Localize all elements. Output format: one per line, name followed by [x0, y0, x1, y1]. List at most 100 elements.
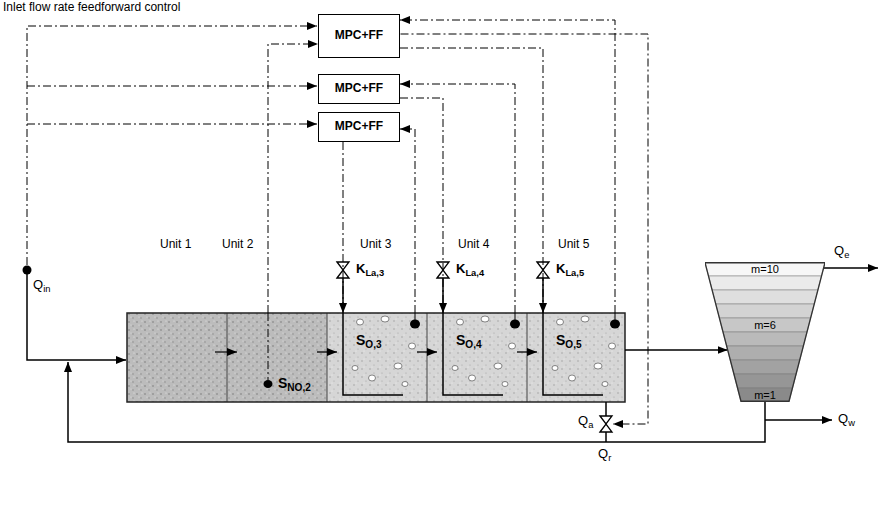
air-bubble	[409, 343, 416, 349]
signal-label: KLa,5	[556, 262, 584, 277]
air-bubble	[369, 375, 376, 381]
air-bubble	[394, 363, 402, 369]
unit-divider	[227, 313, 228, 402]
air-bubble	[609, 343, 616, 349]
control-line	[343, 142, 344, 313]
sensor-dot	[610, 320, 620, 329]
controller-box: MPC+FF	[318, 74, 400, 104]
text-subscript: a	[588, 420, 593, 430]
settler-layer	[709, 276, 822, 290]
text-part: Q	[838, 411, 848, 426]
air-bubble	[352, 366, 358, 371]
unit-label: Unit 1	[160, 238, 191, 252]
sensor-wire	[415, 313, 416, 320]
flow-label: Qr	[598, 447, 611, 462]
text-subscript: NO,2	[287, 382, 311, 393]
sensor-label: SNO,2	[278, 375, 311, 391]
sensor-wire	[615, 313, 616, 320]
reactor-unit: SO,3	[337, 313, 417, 402]
box-title: MPC+FF	[335, 82, 383, 96]
settler-layer	[719, 318, 810, 332]
settler-layer	[716, 304, 814, 318]
text-subscript: w	[848, 418, 855, 428]
unit-label: Unit 3	[360, 238, 391, 252]
valve-symbol	[600, 416, 612, 432]
settler-layer	[705, 262, 825, 276]
text-subscript: O,4	[465, 339, 481, 350]
controller-box: MPC+FF	[318, 112, 400, 142]
unit-divider	[527, 313, 528, 402]
sensor-wire	[268, 313, 269, 380]
sensor-dot	[410, 320, 420, 329]
signal-label: KLa,4	[456, 262, 484, 277]
text-part: K	[556, 261, 565, 276]
layer-label: m=1	[754, 389, 776, 402]
reactor-outline	[127, 313, 625, 402]
text-part: K	[456, 261, 465, 276]
text-part: S	[278, 375, 287, 391]
air-bubble	[469, 375, 476, 381]
air-pipe	[543, 276, 603, 395]
unit-label: Unit 2	[222, 238, 253, 252]
text-subscript: in	[43, 284, 50, 294]
return-sludge-pipe	[68, 362, 765, 442]
air-bubble	[494, 363, 502, 369]
feedforward-line	[27, 26, 317, 265]
layer-label: m=6	[754, 319, 776, 332]
text-subscript: La,4	[465, 268, 484, 278]
unit-divider	[327, 313, 328, 402]
air-bubble	[452, 366, 458, 371]
feedforward-line	[27, 124, 317, 125]
inlet-dot	[23, 266, 32, 275]
aerobic-zone	[327, 313, 625, 402]
inlet-pipe	[27, 274, 126, 360]
settler-layer	[737, 388, 792, 402]
air-bubble	[457, 319, 464, 325]
control-line	[400, 48, 543, 313]
feedforward-line	[27, 86, 317, 87]
sensor-label: SO,3	[356, 332, 382, 348]
settler-layer	[727, 346, 804, 360]
settler-layer	[723, 332, 807, 346]
air-bubble	[552, 366, 558, 371]
text-part: S	[556, 332, 565, 348]
text-subscript: O,3	[365, 339, 381, 350]
control-line	[400, 98, 443, 313]
text-subscript: La,3	[365, 268, 384, 278]
text-part: Q	[33, 277, 43, 292]
text-part: Q	[578, 413, 588, 428]
box-title: MPC+FF	[335, 29, 383, 43]
sensor-dot	[264, 380, 273, 388]
air-bubble	[602, 382, 608, 387]
reactor-unit: SO,5	[537, 313, 625, 402]
air-bubble	[581, 316, 589, 322]
flow-arrow	[317, 351, 337, 352]
text-part: Q	[834, 243, 844, 258]
unit-divider	[427, 313, 428, 402]
anoxic-zone	[127, 313, 327, 402]
flow-arrow	[517, 351, 537, 352]
air-pipe	[443, 276, 503, 395]
flow-label: Qa	[578, 414, 593, 429]
sensor-label: SO,4	[456, 332, 482, 348]
air-bubble	[509, 343, 516, 349]
flow-label: Qin	[33, 278, 50, 293]
waste-sludge-pipe	[765, 419, 832, 421]
sensor-dot	[510, 320, 520, 329]
flow-label: Qe	[834, 244, 849, 259]
flow-label: Qw	[838, 412, 855, 427]
unit-label: Unit 4	[458, 238, 489, 252]
air-bubble	[594, 363, 602, 369]
signal-label: KLa,3	[356, 262, 384, 277]
unit-label: Unit 5	[558, 238, 589, 252]
effluent-pipe	[823, 267, 878, 269]
control-line	[401, 34, 649, 424]
settler-layer	[734, 374, 796, 388]
sensor-label: SO,5	[556, 332, 582, 348]
settler-layer	[730, 360, 800, 374]
air-bubble	[569, 375, 576, 381]
air-bubble	[357, 319, 364, 325]
